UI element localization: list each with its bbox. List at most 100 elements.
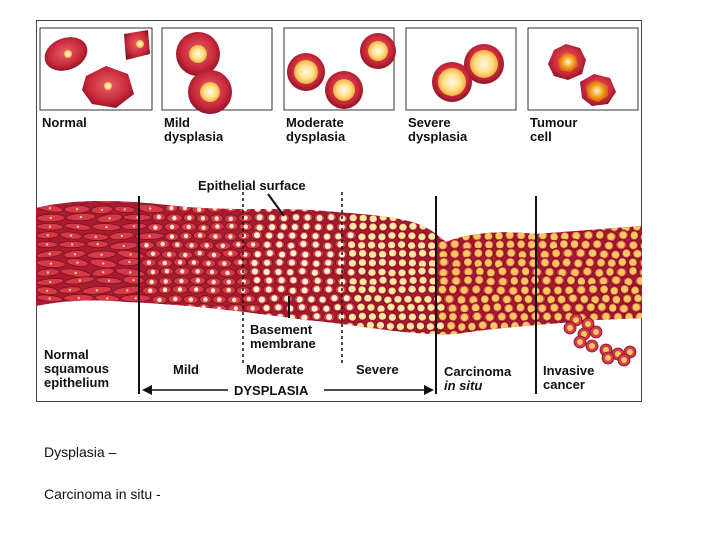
tissue-cell-nucleus [197, 251, 202, 256]
tissue-cell-nucleus [503, 296, 511, 304]
tissue-cell-nucleus [108, 217, 111, 220]
panel-normal [39, 27, 153, 111]
tissue-cell-nucleus [358, 312, 366, 320]
tissue-cell-nucleus [258, 296, 265, 303]
tissue-cell-nucleus [547, 296, 555, 304]
tissue-cell-nucleus [379, 251, 387, 258]
tissue-cell-nucleus [243, 252, 248, 257]
tissue-cell-nucleus [100, 208, 104, 211]
tissue-cell-nucleus [156, 214, 162, 220]
tissue-cell-nucleus [325, 286, 332, 293]
tissue-cell-nucleus [491, 294, 500, 302]
tissue-cell-nucleus [438, 286, 446, 294]
tissue-cell-nucleus [451, 250, 459, 258]
tissue-cell-nucleus [251, 268, 258, 275]
tissue-cell-nucleus [378, 268, 386, 276]
tissue-cell-nucleus [75, 208, 79, 211]
tissue-cell-nucleus [336, 268, 343, 275]
tissue-cell-nucleus [269, 224, 276, 231]
tissue-cell-nucleus [288, 259, 295, 266]
tissue-cell-nucleus [256, 224, 263, 231]
tissue-cell-nucleus [126, 289, 129, 292]
stage-normal-1: Normal [44, 347, 89, 362]
tissue-cell-nucleus [348, 259, 356, 267]
tissue-cell-nucleus [549, 241, 558, 249]
tissue-cell-nucleus [301, 287, 308, 294]
tissue-cell-nucleus [253, 286, 260, 293]
tissue-cell-nucleus [69, 234, 73, 237]
label-severe-1: Severe [408, 115, 451, 130]
tissue-cell-nucleus [106, 297, 109, 300]
tissue-cell-nucleus [206, 261, 211, 266]
tissue-cell-nucleus [399, 250, 407, 257]
tissue-cell-nucleus [76, 225, 80, 228]
tissue-cell-nucleus [301, 233, 308, 239]
tissue-cell-nucleus [620, 305, 628, 313]
tissue-cell-nucleus [617, 241, 625, 249]
tissue-cell-nucleus [271, 295, 278, 302]
tissue-cell-nucleus [266, 277, 272, 284]
label-tumour-2: cell [530, 129, 552, 144]
tissue-cell-nucleus [228, 251, 233, 256]
tissue-cell-nucleus [629, 267, 637, 275]
tissue-cell-nucleus [426, 323, 434, 330]
tissue-cell-nucleus [631, 286, 639, 295]
tissue-cell-nucleus [316, 215, 323, 221]
invading-cell-nucleus [621, 357, 627, 363]
tissue-cell-nucleus [200, 216, 206, 221]
tissue-cell-nucleus [254, 277, 260, 284]
tissue-cell [639, 240, 642, 252]
tissue-cell-nucleus [486, 313, 494, 321]
tissue-cell-nucleus [484, 232, 492, 240]
tissue-cell-nucleus [408, 285, 416, 293]
tissue-cell-nucleus [577, 249, 585, 257]
tissue-cell-nucleus [132, 225, 136, 228]
tissue-cell-nucleus [468, 323, 476, 331]
tissue-cell-nucleus [264, 241, 271, 248]
tissue-cell [638, 257, 642, 269]
stage-cis-2: in situ [444, 378, 482, 393]
tissue-cell-nucleus [450, 331, 458, 335]
tissue-cell-nucleus [357, 303, 365, 311]
tissue-cell-nucleus [472, 285, 480, 293]
tissue-cell-nucleus [563, 304, 571, 312]
tissue-cell-nucleus [384, 296, 392, 304]
tissue-cell [640, 284, 642, 296]
tissue-cell-nucleus [496, 241, 504, 249]
tissue-cell-nucleus [481, 295, 489, 303]
tissue-cell-nucleus [622, 249, 631, 257]
tissue-cell-nucleus [398, 232, 406, 239]
tissue-cell-nucleus [476, 267, 484, 276]
tissue-cell-nucleus [398, 269, 406, 277]
tissue-cell-nucleus [388, 287, 396, 295]
tissue-cell-nucleus [359, 250, 367, 257]
tissue-cell-nucleus [543, 312, 551, 321]
tissue-cell-nucleus [418, 242, 426, 249]
tissue-cell-nucleus [590, 313, 598, 321]
tissue-cell-nucleus [102, 262, 105, 265]
tissue-cell-nucleus [378, 242, 386, 249]
tissue-cell-nucleus [449, 285, 457, 293]
tissue-cell-nucleus [464, 276, 472, 284]
tissue-cell-nucleus [150, 269, 156, 275]
tissue-cell-nucleus [359, 214, 367, 222]
tissue-cell-nucleus [211, 279, 216, 285]
tissue-cell-nucleus [388, 232, 396, 239]
tissue-cell-nucleus [398, 286, 406, 293]
tissue-cell-nucleus [610, 287, 618, 295]
tissue-cell-nucleus [183, 252, 188, 258]
tissue-cell-nucleus [552, 259, 560, 268]
tissue-cell-nucleus [278, 286, 285, 292]
tissue-cell-nucleus [254, 232, 260, 239]
tissue-cell-nucleus [68, 288, 72, 292]
tissue-cell-nucleus [507, 249, 515, 257]
tissue-cell-nucleus [48, 207, 52, 210]
label-moderate-1: Moderate [286, 115, 344, 130]
tissue-cell-nucleus [554, 286, 562, 294]
tissue-cell-nucleus [428, 260, 436, 267]
tissue-cell-nucleus [506, 258, 514, 266]
tissue-cell-nucleus [293, 214, 299, 221]
cell-panels [39, 27, 639, 114]
tissue-cell-nucleus [429, 331, 437, 335]
panel-severe [405, 27, 517, 111]
